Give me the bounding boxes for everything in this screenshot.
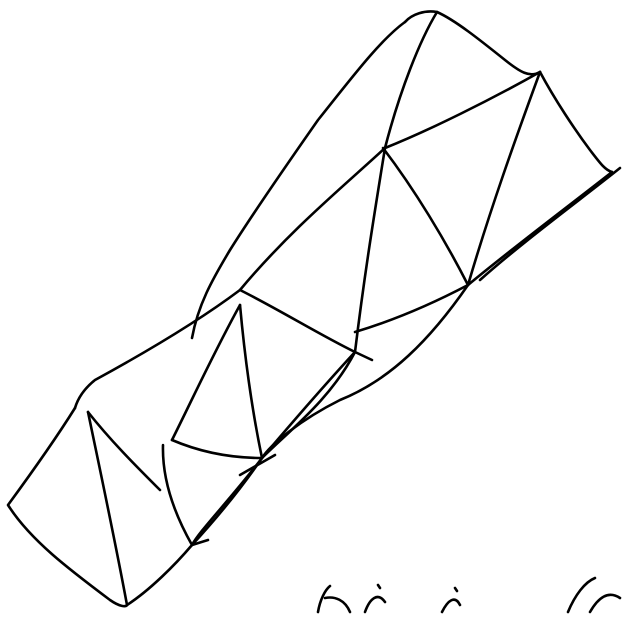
outer-outline-right-flap xyxy=(540,72,612,172)
mid-diagonal-a xyxy=(240,305,262,458)
outer-outline-top-flap xyxy=(192,22,405,338)
mid-bottom-edge xyxy=(172,440,262,458)
segment-right-edge xyxy=(468,172,612,285)
lower-diagonal-1 xyxy=(88,412,160,490)
handwriting-stroke-4 xyxy=(442,600,460,612)
handwriting-stroke-5 xyxy=(568,578,595,612)
segment-diagonal-2 xyxy=(383,148,468,285)
lower-bottom-right xyxy=(192,458,262,545)
lower-inner-curve xyxy=(163,445,192,545)
lower-vertical-1 xyxy=(88,412,127,605)
handwriting-dot-1 xyxy=(378,585,380,588)
handwriting-stroke-1 xyxy=(318,586,330,612)
lower-top-edge xyxy=(75,290,240,408)
handwriting-stroke-3 xyxy=(365,597,385,612)
segment-vertical-1 xyxy=(355,148,385,352)
mid-lower-right-edge xyxy=(262,285,468,458)
outer-outline-top-cap xyxy=(405,11,540,74)
mid-top-edge xyxy=(240,290,355,352)
handwriting-dot-2 xyxy=(455,588,457,591)
segment-left-edge xyxy=(240,148,385,290)
handwriting-stroke-6 xyxy=(590,595,620,612)
mid-tick-1 xyxy=(355,352,372,360)
mid-diagonal-c xyxy=(172,305,240,440)
handwriting-stroke-2 xyxy=(325,598,350,612)
lower-bottom-edge xyxy=(127,458,262,605)
